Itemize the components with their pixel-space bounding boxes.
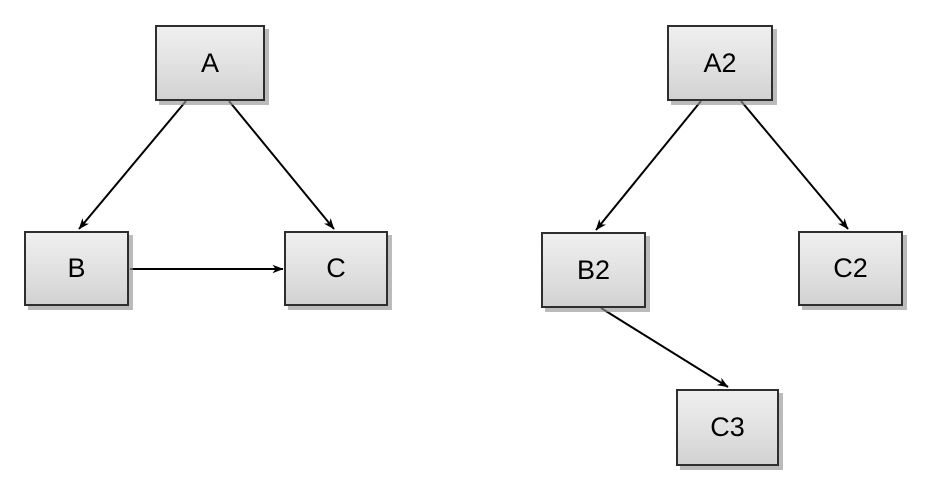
node-c2[interactable]: C2 bbox=[798, 231, 903, 306]
edge-a2-to-b2[interactable] bbox=[595, 100, 702, 231]
node-c[interactable]: C bbox=[284, 231, 388, 306]
node-b[interactable]: B bbox=[24, 231, 129, 306]
node-b2[interactable]: B2 bbox=[541, 232, 646, 308]
edge-a2-to-c2[interactable] bbox=[740, 100, 849, 230]
node-c3[interactable]: C3 bbox=[676, 389, 779, 466]
node-label-a: A bbox=[200, 47, 219, 78]
node-label-b2: B2 bbox=[576, 254, 611, 285]
node-label-c2: C2 bbox=[833, 253, 868, 283]
edge-a-to-c[interactable] bbox=[228, 100, 335, 230]
node-label-c3: C3 bbox=[710, 412, 745, 442]
edge-b2-to-c3[interactable] bbox=[600, 307, 729, 388]
node-label-a2: A2 bbox=[703, 47, 737, 78]
node-a2[interactable]: A2 bbox=[667, 25, 773, 101]
edges-group bbox=[78, 100, 849, 388]
node-label-b: B bbox=[67, 253, 86, 283]
node-a[interactable]: A bbox=[155, 25, 265, 101]
node-label-c: C bbox=[326, 253, 346, 283]
edge-a-to-b[interactable] bbox=[78, 100, 187, 230]
